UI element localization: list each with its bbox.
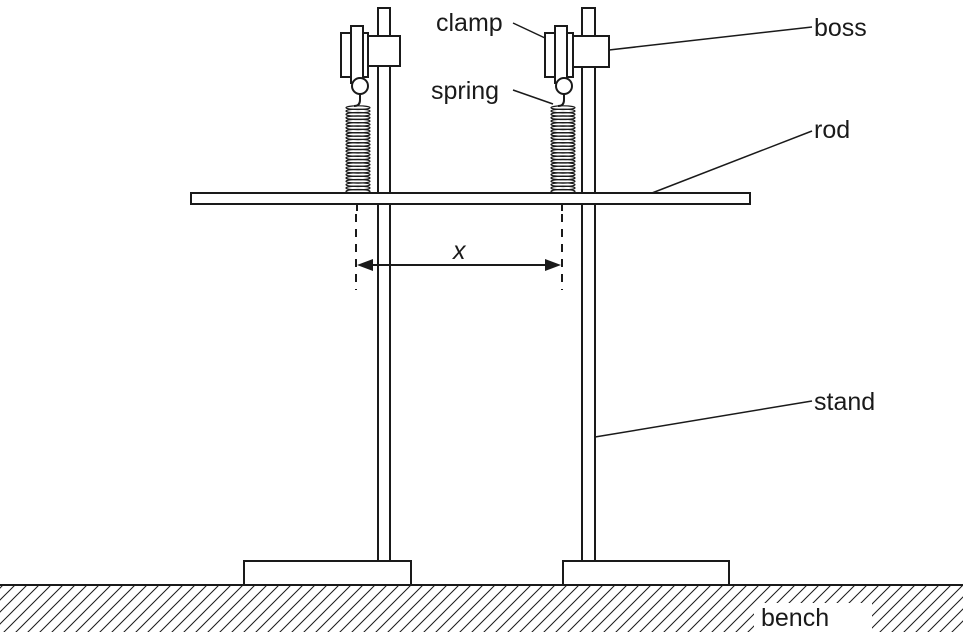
leader-lines bbox=[512, 22, 813, 438]
right-boss bbox=[572, 35, 610, 68]
stand-label: stand bbox=[814, 388, 875, 416]
left-clamp-ring bbox=[351, 77, 369, 95]
right-stand-base bbox=[562, 560, 730, 586]
left-clamp-assembly bbox=[340, 25, 401, 107]
right-clamp-assembly bbox=[544, 25, 610, 107]
right-spring-hook bbox=[557, 94, 565, 107]
spring-label: spring bbox=[431, 77, 499, 105]
right-clamp-ring bbox=[555, 77, 573, 95]
left-clamp-inner bbox=[350, 25, 364, 84]
boss-leader bbox=[608, 26, 813, 51]
x-arrow-left bbox=[357, 259, 373, 271]
left-stand-pole bbox=[377, 7, 391, 562]
bench bbox=[0, 584, 963, 632]
bench-label-mask bbox=[754, 603, 872, 632]
clamp-leader bbox=[512, 22, 546, 39]
left-spring bbox=[345, 105, 371, 194]
rod-label: rod bbox=[814, 116, 850, 144]
rod bbox=[190, 192, 751, 205]
left-boss bbox=[367, 35, 401, 67]
left-stand bbox=[243, 7, 412, 586]
right-stand bbox=[562, 7, 730, 586]
spring-leader bbox=[512, 89, 554, 105]
bench-label: bench bbox=[761, 604, 829, 632]
right-clamp-inner bbox=[554, 25, 568, 84]
clamp-label: clamp bbox=[436, 9, 503, 37]
left-spring-hook bbox=[353, 94, 361, 107]
right-spring bbox=[550, 105, 576, 194]
x-arrow-right bbox=[545, 259, 561, 271]
x-label: x bbox=[452, 237, 467, 265]
rod-leader bbox=[651, 130, 813, 194]
boss-label: boss bbox=[814, 14, 867, 42]
left-stand-base bbox=[243, 560, 412, 586]
stand-leader bbox=[594, 400, 813, 438]
right-stand-pole bbox=[581, 7, 596, 562]
